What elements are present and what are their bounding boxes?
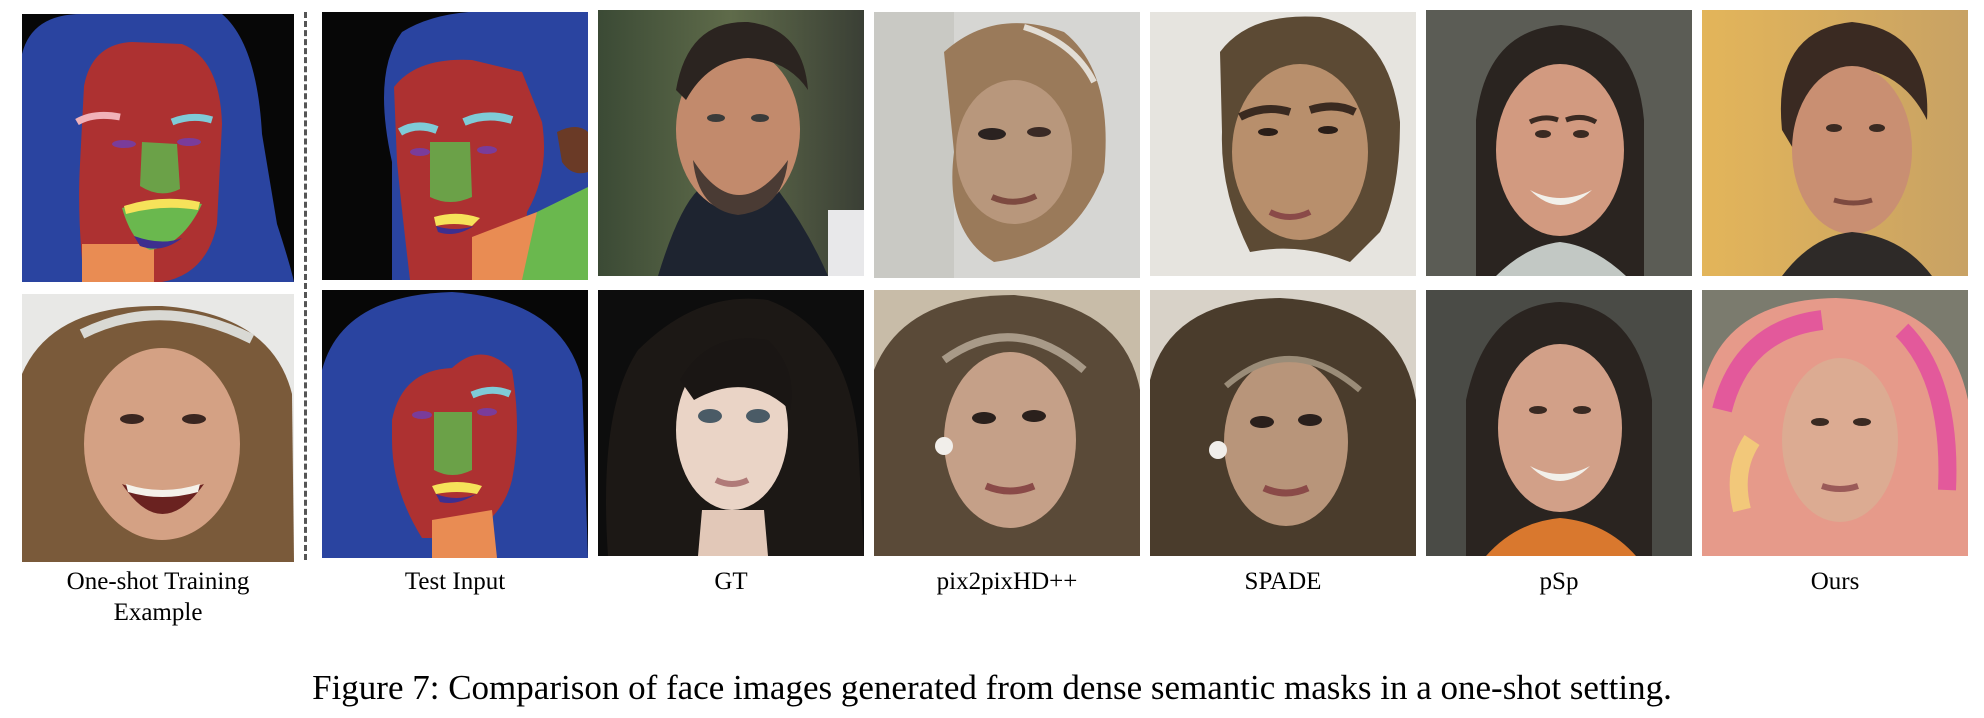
figure-caption: Figure 7: Comparison of face images gene… (312, 668, 1672, 707)
spade-image-2 (1150, 290, 1416, 556)
column-label-psp: pSp (1539, 568, 1579, 595)
psp-image-2 (1426, 290, 1692, 556)
training-example-image (22, 294, 294, 562)
pix2pixhd-image-1 (874, 12, 1140, 278)
gt-image-1 (598, 10, 864, 276)
column-label-line-1: One-shot Training (66, 568, 250, 595)
dashed-divider (304, 12, 307, 560)
psp-image-1 (1426, 10, 1692, 276)
training-mask-image (22, 14, 294, 282)
ours-image-1 (1702, 10, 1968, 276)
gt-image-2 (598, 290, 864, 556)
column-label-gt: GT (714, 568, 748, 595)
column-label-ours: Ours (1810, 568, 1860, 595)
column-label-line-2: Example (113, 599, 203, 626)
column-label-pix2pixhd: pix2pixHD++ (936, 568, 1078, 595)
column-label-test-input: Test Input (404, 568, 506, 595)
ours-image-2 (1702, 290, 1968, 556)
column-label-spade: SPADE (1244, 568, 1322, 595)
test-input-mask-image-2 (322, 290, 588, 558)
pix2pixhd-image-2 (874, 290, 1140, 556)
column-label-training-example: One-shot Training Example (22, 566, 294, 628)
test-input-mask-image-1 (322, 12, 588, 280)
spade-image-1 (1150, 12, 1416, 276)
